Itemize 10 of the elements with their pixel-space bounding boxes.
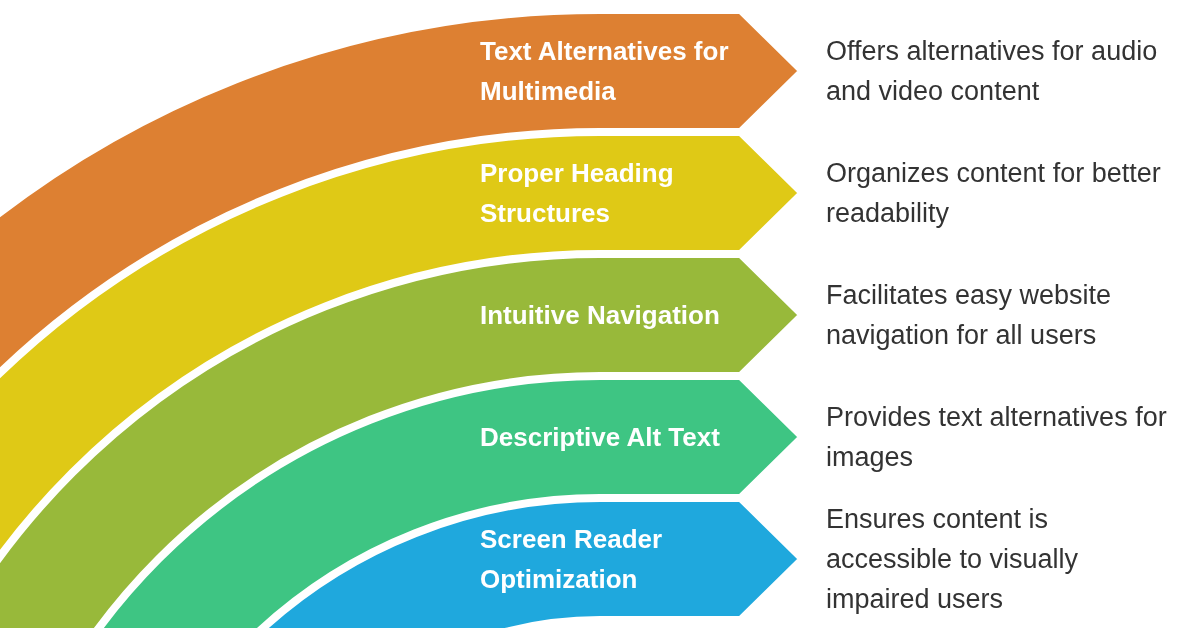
description-text: Provides text alternatives for images [826, 401, 1168, 474]
band-title: Proper Heading Structures [480, 157, 675, 230]
band-title: Text Alternatives for Multimedia [480, 35, 730, 108]
description-text: Ensures content is accessible to visually impaired users [826, 503, 1080, 616]
description-text: Facilitates easy website navigation for all users [826, 279, 1113, 352]
band-title: Intuitive Navigation [480, 299, 721, 332]
description-text: Offers alternatives for audio and video content [826, 35, 1159, 108]
band-title: Descriptive Alt Text [480, 421, 721, 454]
description-text: Organizes content for better readability [826, 157, 1162, 230]
band-title: Screen Reader Optimization [480, 523, 664, 596]
